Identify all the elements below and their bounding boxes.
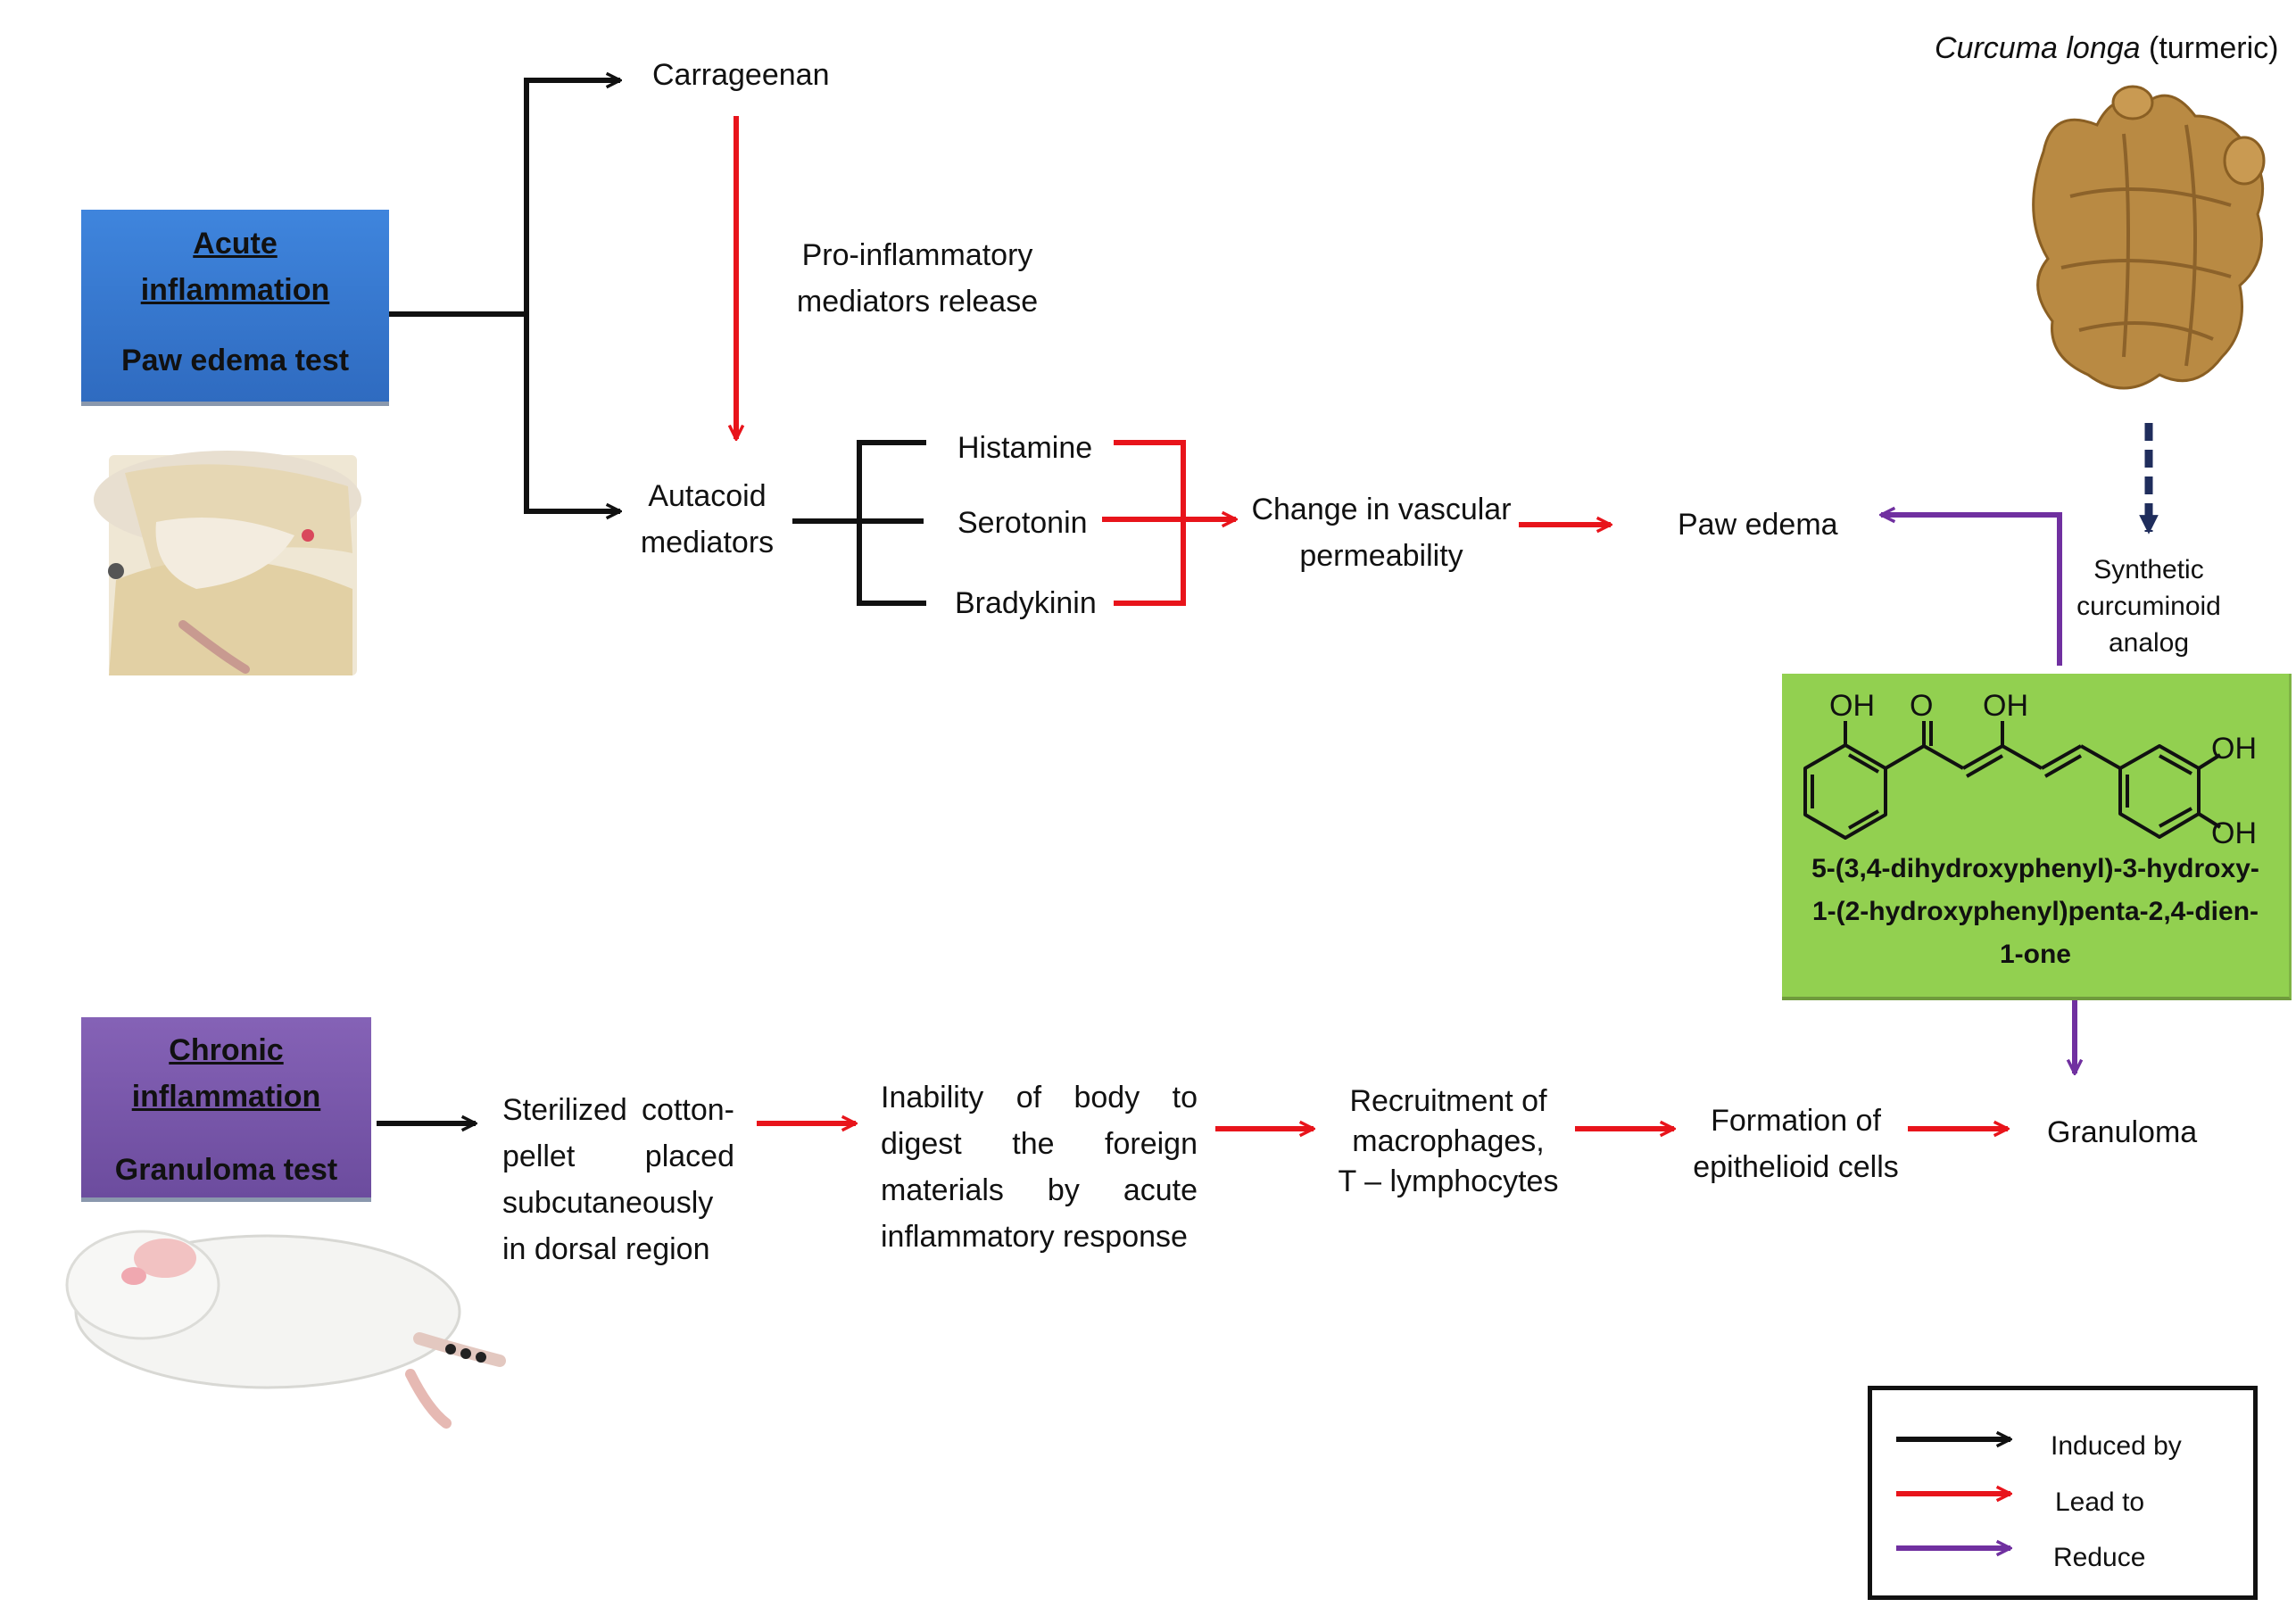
autacoid-mediators-label: Autacoid mediators: [625, 473, 790, 566]
legend-reduce-label: Reduce: [2053, 1543, 2146, 1572]
chronic-title-line1: Chronic: [169, 1033, 284, 1067]
carrageenan-label: Carrageenan: [652, 58, 830, 92]
chronic-title-line2: inflammation: [131, 1080, 321, 1114]
paw-edema-test-label: Paw edema test: [120, 344, 350, 377]
synthetic-line3: analog: [2108, 628, 2190, 658]
serotonin-label: Serotonin: [957, 506, 1088, 540]
recruitment-line2: macrophages,: [1352, 1124, 1545, 1158]
cotton-line2: pellet placed: [502, 1139, 734, 1173]
bradykinin-label: Bradykinin: [955, 586, 1097, 620]
synthetic-line1: Synthetic: [2093, 555, 2204, 584]
autacoid-line2: mediators: [640, 526, 775, 559]
recruitment-line1: Recruitment of: [1349, 1084, 1547, 1118]
compound-name-line1: 5-(3,4-dihydroxyphenyl)-3-hydroxy-: [1811, 854, 2259, 883]
histamine-label: Histamine: [957, 431, 1093, 465]
legend-box: Induced by Lead to Reduce: [1868, 1386, 2258, 1600]
mediators-to-vascular-bracket: [1102, 440, 1236, 606]
turmeric-label: Curcuma longa (turmeric): [1935, 25, 2278, 71]
autacoid-bracket: [792, 440, 926, 606]
formation-line1: Formation of: [1711, 1104, 1881, 1138]
proinflammatory-line2: mediators release: [796, 285, 1039, 319]
compound-name-line2: 1-(2-hydroxyphenyl)penta-2,4-dien-: [1811, 897, 2259, 926]
legend-induced-label: Induced by: [2051, 1431, 2182, 1461]
synthetic-line2: curcuminoid: [2076, 592, 2221, 621]
formation-epithelioid-label: Formation of epithelioid cells: [1687, 1098, 1905, 1190]
compound-name-line3: 1-one: [1999, 940, 2071, 969]
recruitment-line3: T – lymphocytes: [1338, 1164, 1559, 1198]
chronic-inflammation-box: Chronic inflammation Granuloma test: [81, 1017, 371, 1202]
autacoid-line1: Autacoid: [648, 479, 767, 513]
granuloma-label: Granuloma: [2047, 1115, 2198, 1149]
cotton-line4: in dorsal region: [502, 1232, 710, 1266]
cotton-line1: Sterilized cotton-: [502, 1093, 734, 1127]
paw-edema-label: Paw edema: [1678, 508, 1838, 542]
legend-arrows: [1896, 1390, 2256, 1597]
proinflammatory-release-label: Pro-inflammatory mediators release: [783, 232, 1051, 325]
vascular-line1: Change in vascular: [1251, 493, 1512, 526]
inability-line3: materials by acute: [881, 1173, 1198, 1207]
cotton-line3: subcutaneously: [502, 1186, 714, 1220]
vascular-permeability-label: Change in vascular permeability: [1247, 486, 1515, 579]
compound-reduces-paw-edema-arrow: [1881, 515, 2062, 666]
inability-line1: Inability of body to: [881, 1081, 1198, 1114]
formation-line2: epithelioid cells: [1693, 1150, 1899, 1184]
inability-line2: digest the foreign: [881, 1127, 1198, 1161]
recruitment-label: Recruitment of macrophages, T – lymphocy…: [1328, 1081, 1569, 1202]
compound-name: 5-(3,4-dihydroxyphenyl)-3-hydroxy- 1-(2-…: [1785, 848, 2286, 976]
vascular-line2: permeability: [1299, 539, 1463, 573]
acute-inflammation-box: Acute inflammation Paw edema test: [81, 210, 389, 406]
granuloma-test-label: Granuloma test: [114, 1153, 338, 1187]
synthetic-curcuminoid-label: Synthetic curcuminoid analog: [2068, 551, 2229, 661]
turmeric-plain: (turmeric): [2140, 31, 2279, 65]
turmeric-italic: Curcuma longa: [1935, 31, 2141, 65]
inability-line4: inflammatory response: [881, 1220, 1188, 1254]
cotton-pellet-label: Sterilized cotton- pellet placed subcuta…: [502, 1087, 734, 1272]
acute-induced-connector: [389, 80, 620, 511]
acute-title-line2: inflammation: [140, 273, 330, 307]
acute-title-line1: Acute: [193, 227, 278, 261]
legend-lead-label: Lead to: [2055, 1487, 2145, 1517]
inability-digest-label: Inability of body to digest the foreign …: [881, 1074, 1198, 1260]
proinflammatory-line1: Pro-inflammatory: [801, 238, 1033, 272]
